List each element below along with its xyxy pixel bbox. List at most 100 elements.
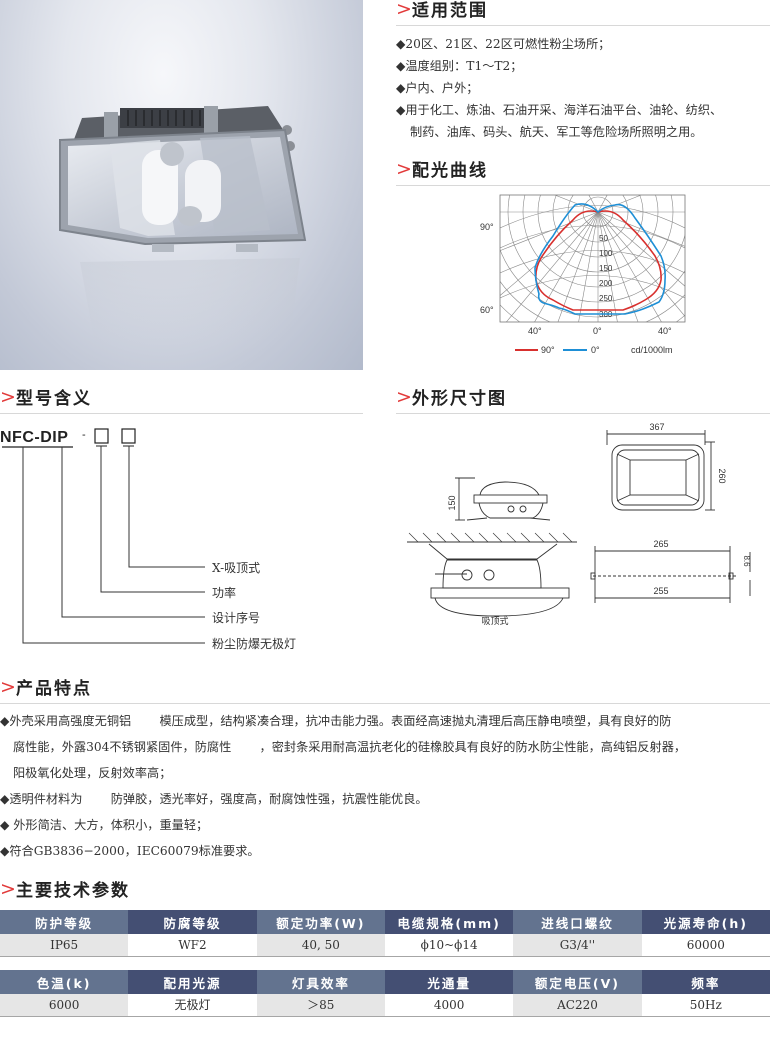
table-cell: G3/4''	[513, 934, 642, 957]
svg-text:40°: 40°	[528, 326, 542, 336]
svg-text:100: 100	[599, 249, 613, 258]
table-cell: 6000	[0, 994, 129, 1017]
table-cell: ＞85	[256, 994, 385, 1017]
svg-text:吸顶式: 吸顶式	[481, 615, 508, 625]
section-title: 适用范围	[412, 1, 488, 21]
list-item-continuation: 腐性能，外露304不锈钢紧固件，防腐性 ，密封条采用耐高温抗老化的硅橡胶具有良好…	[13, 740, 687, 754]
column-header: 灯具效率	[256, 970, 385, 994]
column-header: 防护等级	[0, 910, 129, 934]
column-header: 额定功率(W)	[256, 910, 385, 934]
chevron-right-icon: >	[0, 878, 16, 900]
unit-label: cd/1000lm	[631, 345, 673, 355]
diamond-bullet-icon: ◆	[0, 792, 10, 806]
curve-90deg	[535, 210, 662, 311]
polar-grid	[500, 195, 685, 322]
list-item-continuation: 制药、油库、码头、航天、军工等危险场所照明之用。	[410, 125, 703, 139]
table-row: IP65 WF2 40, 50 ϕ10~ϕ14 G3/4'' 60000	[0, 934, 770, 957]
dimension-drawings: 150 367 260	[395, 410, 770, 629]
mounting-hole-dimension: 265 255 8.6	[590, 539, 751, 603]
list-item-continuation: 阳极氧化处理，反射效率高；	[13, 766, 172, 780]
diamond-bullet-icon: ◆	[396, 37, 406, 51]
section-specs-header: > 主要技术参数	[0, 878, 770, 906]
section-title: 产品特点	[16, 679, 92, 699]
column-header: 配用光源	[128, 970, 257, 994]
label-design-serial: 设计序号	[212, 610, 260, 625]
model-code-diagram: NFC-DIP - X-吸顶式 功率 设计序号 粉尘防爆无极灯	[0, 420, 360, 664]
power-placeholder-box	[94, 428, 109, 444]
column-header: 色温(k)	[0, 970, 129, 994]
svg-text:150: 150	[599, 264, 613, 273]
application-list: ◆20区、21区、22区可燃性粉尘场所； ◆温度组别：T1～T2； ◆户内、户外…	[396, 33, 722, 143]
column-header: 频率	[641, 970, 770, 994]
list-item: ◆透明件材料为 防弹胶，透光率好，强度高，耐腐蚀性强，抗震性能优良。	[0, 792, 428, 806]
section-title: 主要技术参数	[16, 881, 130, 901]
diamond-bullet-icon: ◆	[396, 103, 406, 117]
svg-text:200: 200	[599, 279, 613, 288]
product-photo	[0, 0, 363, 370]
column-header: 防腐等级	[128, 910, 257, 934]
list-item: ◆外壳采用高强度无铜铝 模压成型，结构紧凑合理，抗冲击能力强。表面经高速抛丸清理…	[0, 714, 672, 728]
svg-text:50: 50	[599, 234, 608, 243]
polar-light-distribution-chart: 50 100 150 200 250 300 90° 60° 40° 0° 40…	[475, 188, 715, 367]
list-item: ◆符合GB3836−2000，IEC60079标准要求。	[0, 844, 260, 858]
svg-text:90°: 90°	[480, 222, 494, 232]
spec-table-1: 防护等级 防腐等级 额定功率(W) 电缆规格(mm) 进线口螺纹 光源寿命(h)…	[0, 910, 770, 957]
diamond-bullet-icon: ◆	[0, 844, 10, 858]
table-cell: 无极灯	[128, 994, 257, 1017]
chevron-right-icon: >	[396, 386, 412, 408]
model-code: NFC-DIP	[0, 429, 68, 446]
chevron-right-icon: >	[0, 676, 16, 698]
curve-0deg	[534, 203, 666, 315]
diamond-bullet-icon: ◆	[0, 714, 10, 728]
diamond-bullet-icon: ◆	[396, 81, 406, 95]
mount-placeholder-box	[121, 428, 136, 444]
section-title: 外形尺寸图	[412, 389, 507, 409]
diamond-bullet-icon: ◆	[396, 59, 406, 73]
column-header: 进线口螺纹	[513, 910, 642, 934]
table-row: 6000 无极灯 ＞85 4000 AC220 50Hz	[0, 994, 770, 1017]
table-cell: WF2	[128, 934, 257, 957]
features-list: ◆外壳采用高强度无铜铝 模压成型，结构紧凑合理，抗冲击能力强。表面经高速抛丸清理…	[0, 708, 770, 864]
table-cell: 40, 50	[256, 934, 385, 957]
list-item: ◆20区、21区、22区可燃性粉尘场所；	[396, 37, 611, 51]
svg-text:40°: 40°	[658, 326, 672, 336]
top-view-drawing: 367 260	[606, 422, 727, 511]
table-cell: 4000	[384, 994, 514, 1017]
svg-text:0°: 0°	[591, 345, 600, 355]
column-header: 额定电压(V)	[513, 970, 642, 994]
list-item: ◆ 外形简洁、大方，体积小，重量轻；	[0, 818, 209, 832]
svg-text:250: 250	[599, 294, 613, 303]
diamond-bullet-icon: ◆	[0, 818, 10, 832]
side-view-drawing: 150	[447, 477, 551, 521]
lamp-illustration	[59, 106, 307, 345]
table-cell: ϕ10~ϕ14	[384, 934, 514, 957]
svg-text:265: 265	[653, 539, 668, 549]
section-features-header: > 产品特点	[0, 676, 770, 704]
column-header: 光源寿命(h)	[641, 910, 770, 934]
svg-text:150: 150	[447, 495, 457, 510]
table-header-row: 色温(k) 配用光源 灯具效率 光通量 额定电压(V) 频率	[0, 970, 770, 994]
svg-text:367: 367	[649, 422, 664, 432]
section-title: 型号含义	[16, 389, 92, 409]
section-model-meaning-header: > 型号含义	[0, 386, 363, 414]
spec-table-2: 色温(k) 配用光源 灯具效率 光通量 额定电压(V) 频率 6000 无极灯 …	[0, 970, 770, 1017]
svg-text:8.6: 8.6	[742, 555, 751, 567]
ceiling-mount-drawing: 吸顶式	[407, 532, 577, 626]
column-header: 光通量	[384, 970, 514, 994]
label-mount-type: X-吸顶式	[212, 561, 260, 575]
label-product-type: 粉尘防爆无极灯	[212, 636, 296, 651]
chevron-right-icon: >	[396, 0, 412, 20]
chevron-right-icon: >	[396, 158, 412, 180]
table-cell: IP65	[0, 934, 129, 957]
svg-text:-: -	[82, 429, 86, 441]
column-header: 电缆规格(mm)	[384, 910, 514, 934]
label-power: 功率	[212, 585, 236, 600]
section-application-header: > 适用范围	[396, 0, 770, 26]
svg-text:90°: 90°	[541, 345, 555, 355]
section-dimensions-header: > 外形尺寸图	[396, 386, 770, 414]
section-light-curve-header: > 配光曲线	[396, 158, 770, 186]
table-cell: 50Hz	[641, 994, 770, 1017]
table-header-row: 防护等级 防腐等级 额定功率(W) 电缆规格(mm) 进线口螺纹 光源寿命(h)	[0, 910, 770, 934]
list-item: ◆户内、户外；	[396, 81, 479, 95]
table-cell: 60000	[641, 934, 770, 957]
